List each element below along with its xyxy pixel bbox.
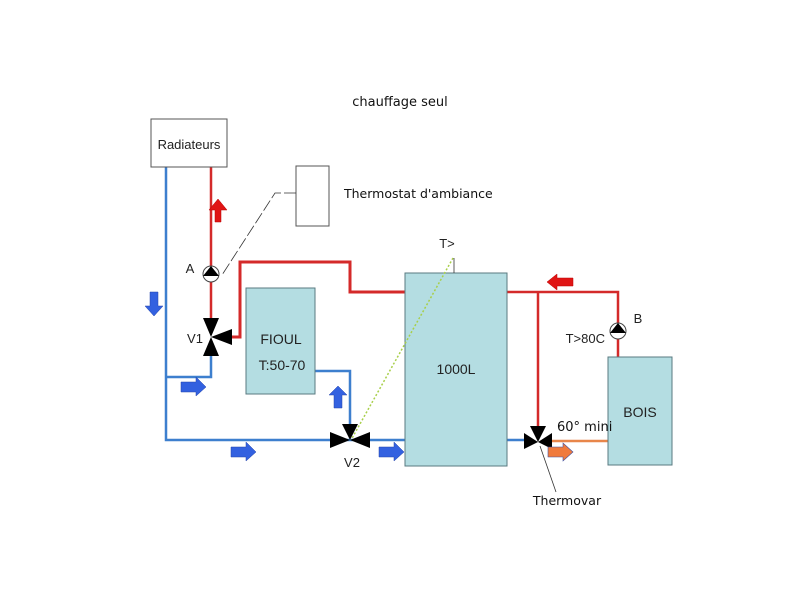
valve-v1[interactable] [203,318,232,356]
bois-label: BOIS [623,404,656,420]
pump-b[interactable] [609,322,627,340]
tank-label: 1000L [437,361,476,377]
pump-a[interactable] [202,265,220,283]
cold-pipes [164,167,525,442]
valve-thermovar[interactable] [524,426,552,449]
flow-arrow-left-red [546,273,574,291]
pump-a-icon [203,266,219,276]
pump-b-condition: T>80C [566,331,605,346]
diagram-title: chauffage seul [352,95,448,110]
flow-arrow-right-orange [547,442,574,462]
pipe-tank-to-bois [507,290,620,357]
valve-v1-label: V1 [187,331,203,346]
pump-a-label: A [186,261,195,276]
pump-b-label: B [634,311,643,326]
fioul-label: FIOUL [260,331,301,347]
flow-arrow-right-blue-2 [230,441,257,462]
thermovar-setting: 60° mini [557,420,612,435]
valve-v2[interactable] [330,424,370,448]
thermostat-box[interactable] [295,165,330,227]
thermovar-label: Thermovar [532,493,602,508]
thermostat-link [221,192,296,276]
buffer-tank[interactable]: 1000L [404,272,508,467]
fioul-temp: T:50-70 [259,357,306,373]
flow-arrow-right-blue-3 [378,441,405,462]
pipe-tank-to-v1 [232,260,405,339]
valve-v2-label: V2 [344,455,360,470]
flow-arrow-up-red [208,198,228,223]
sensor-control-line [350,257,454,441]
sensor-label: T> [439,236,455,251]
flow-arrow-right-blue-1 [180,376,207,397]
flow-arrow-up-blue [328,385,348,409]
fioul-boiler[interactable]: FIOUL T:50-70 [245,287,316,395]
pump-b-icon [610,323,626,333]
thermovar-leader-line [539,445,557,493]
pipe-fioul-to-v2 [315,369,352,428]
radiateurs-box[interactable]: Radiateurs [150,118,228,168]
thermostat-label: Thermostat d'ambiance [343,186,493,201]
radiateurs-label: Radiateurs [158,137,221,152]
pipe-v1-return-branch [166,352,213,379]
pipe-radiator-return [164,167,405,442]
flow-arrow-down-blue [144,291,164,317]
bois-boiler[interactable]: BOIS [607,356,673,466]
